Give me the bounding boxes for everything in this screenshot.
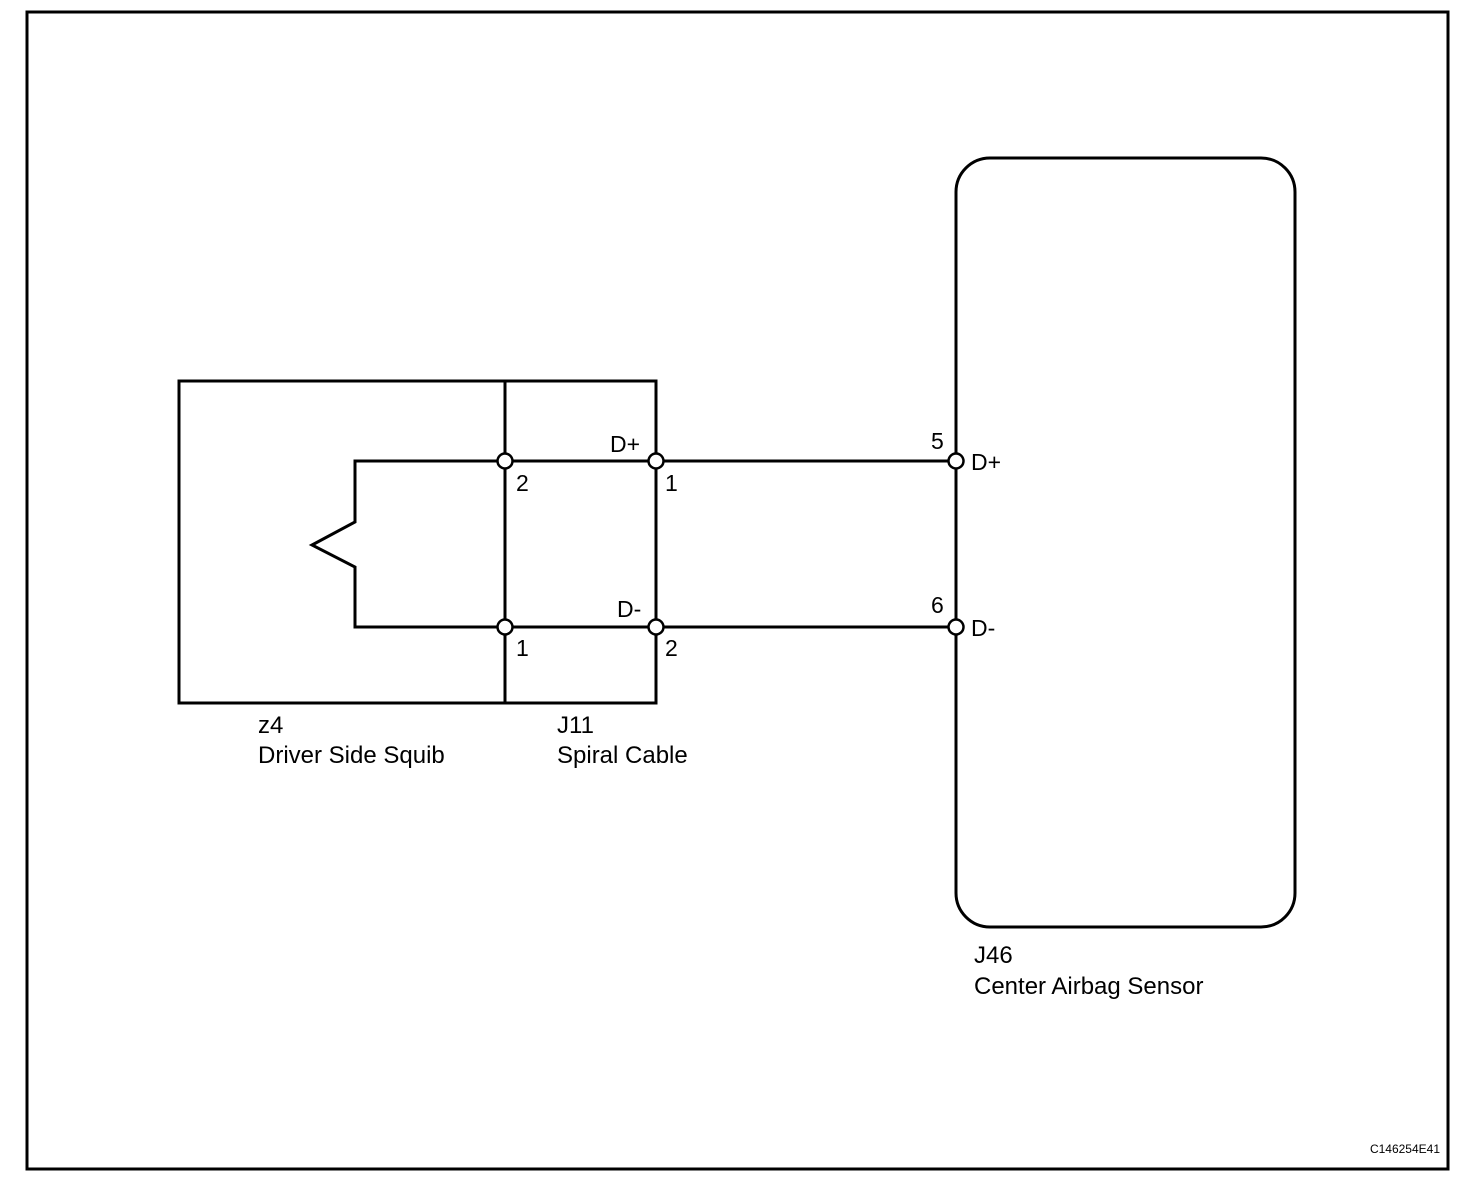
sensor-terminal-5 xyxy=(947,452,965,470)
sensor-name: Center Airbag Sensor xyxy=(974,973,1203,1000)
pin-label-squib-2: 2 xyxy=(516,470,529,496)
pin-label-sensor-6: 6 xyxy=(931,592,944,618)
sensor-body xyxy=(954,156,1297,929)
pin-label-spiral-1: 1 xyxy=(665,470,678,496)
squib-id: z4 xyxy=(258,712,283,739)
spiral-id: J11 xyxy=(557,712,594,739)
squib-terminal-2 xyxy=(496,452,514,470)
spiral-terminal-2 xyxy=(647,618,665,636)
pin-label-spiral-2: 2 xyxy=(665,635,678,661)
sensor-terminal-6 xyxy=(947,618,965,636)
pin-label-squib-1: 1 xyxy=(516,635,529,661)
sensor-id: J46 xyxy=(974,942,1013,969)
signal-label-spiral-dminus: D- xyxy=(617,596,641,622)
pin-label-sensor-5: 5 xyxy=(931,428,944,454)
figure-code: C146254E41 xyxy=(1370,1142,1440,1156)
squib-terminal-1 xyxy=(496,618,514,636)
signal-label-sensor-dminus: D- xyxy=(971,615,995,641)
diagram-frame xyxy=(25,10,1450,1171)
squib-name: Driver Side Squib xyxy=(258,742,445,769)
spiral-name: Spiral Cable xyxy=(557,742,688,769)
spiral-terminal-1 xyxy=(647,452,665,470)
squib-element xyxy=(308,459,505,629)
signal-label-sensor-dplus: D+ xyxy=(971,449,1001,475)
connector-box xyxy=(177,379,658,705)
signal-label-spiral-dplus: D+ xyxy=(610,431,640,457)
